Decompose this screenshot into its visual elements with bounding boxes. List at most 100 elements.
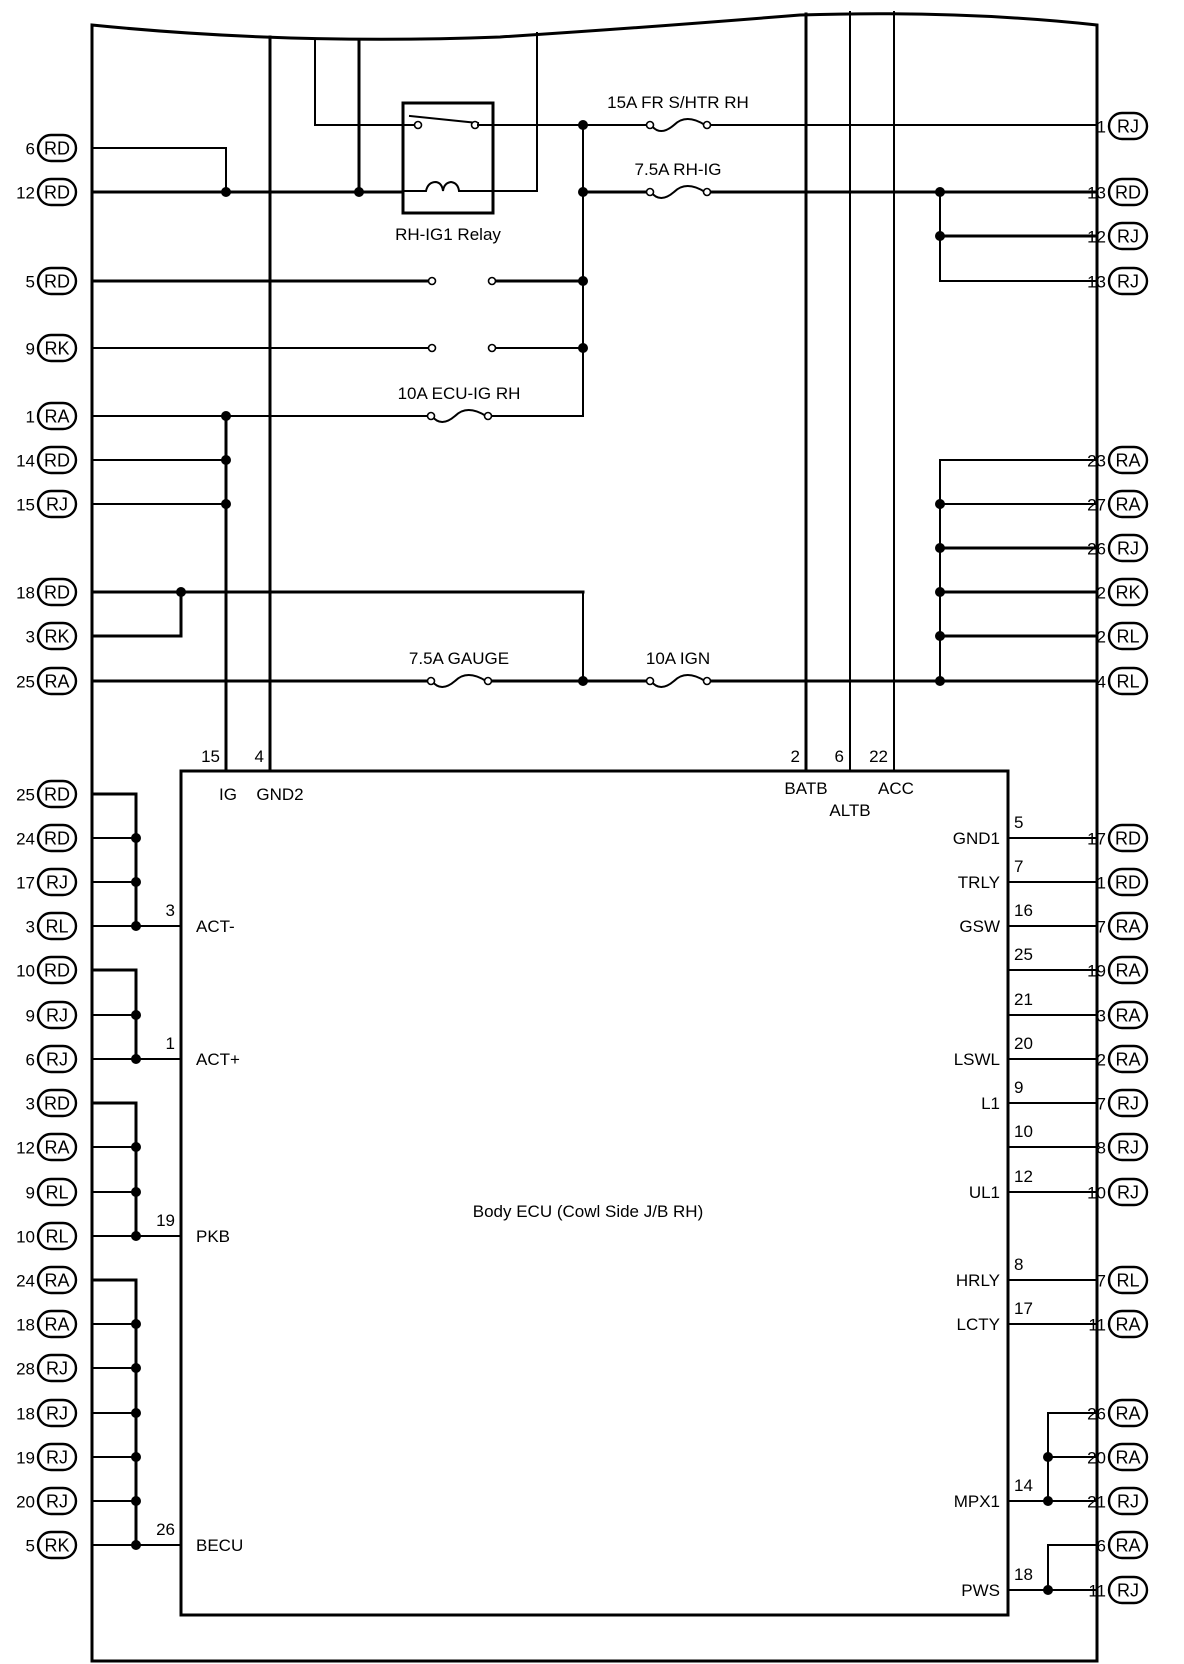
connector-badge bbox=[1107, 1398, 1149, 1428]
fuse-label: 10A IGN bbox=[646, 649, 710, 668]
connector-code: RK bbox=[1115, 583, 1140, 603]
connector-code: RK bbox=[44, 627, 69, 647]
connector-pin-number: 5 bbox=[26, 273, 35, 292]
connector-pin-number: 2 bbox=[1097, 628, 1106, 647]
connector-code: RJ bbox=[1117, 272, 1139, 292]
ecu-pin-name: PWS bbox=[961, 1581, 1000, 1600]
connector-code: RD bbox=[44, 1094, 70, 1114]
junction-block-outline bbox=[90, 12, 1099, 1663]
fuse-terminal bbox=[645, 120, 655, 130]
ecu-pin-name: PKB bbox=[196, 1227, 230, 1246]
connector-badge bbox=[1107, 1265, 1149, 1295]
fuse-label: 15A FR S/HTR RH bbox=[607, 93, 749, 112]
connector-pin-number: 9 bbox=[26, 1184, 35, 1203]
junction-dot bbox=[131, 1363, 141, 1373]
connector-pin-number: 10 bbox=[1087, 1184, 1106, 1203]
connector-rd: RD6 bbox=[26, 133, 78, 163]
ecu-pin-number: 10 bbox=[1014, 1122, 1033, 1141]
connector-rl: RL3 bbox=[26, 911, 78, 941]
connector-code: RK bbox=[44, 1536, 69, 1556]
connector-rj: RJ 7 bbox=[1097, 1088, 1149, 1118]
connector-pin-number: 7 bbox=[1097, 1095, 1106, 1114]
wire bbox=[91, 147, 227, 193]
connector-pin-number: 12 bbox=[16, 1139, 35, 1158]
ecu-pin-number: 6 bbox=[835, 747, 844, 766]
connector-code: RA bbox=[1115, 495, 1140, 515]
connector-code: RJ bbox=[1117, 539, 1139, 559]
connector-code: RD bbox=[44, 583, 70, 603]
ecu-pin-name: GSW bbox=[959, 917, 1000, 936]
connector-pin-number: 10 bbox=[16, 1228, 35, 1247]
connector-pin-number: 27 bbox=[1087, 496, 1106, 515]
connector-code: RJ bbox=[1117, 117, 1139, 137]
connector-rj: RJ9 bbox=[26, 1000, 78, 1030]
ecu-pin-name: BECU bbox=[196, 1536, 243, 1555]
junction-dot bbox=[131, 1408, 141, 1418]
wire bbox=[90, 792, 138, 928]
wire bbox=[939, 459, 1098, 682]
fuse-ecu-ig-rh: 10A ECU-IG RH bbox=[398, 384, 520, 423]
connector-pin-number: 1 bbox=[1097, 118, 1106, 137]
connector-code: RA bbox=[44, 1315, 69, 1335]
connector-badge bbox=[1107, 577, 1149, 607]
connector-pin-number: 18 bbox=[16, 1405, 35, 1424]
connector-badge bbox=[1107, 1177, 1149, 1207]
ecu-pin-name: LCTY bbox=[957, 1315, 1000, 1334]
connector-code: RJ bbox=[1117, 1094, 1139, 1114]
connector-code: RA bbox=[1115, 1404, 1140, 1424]
connector-pin-number: 11 bbox=[1088, 1582, 1106, 1601]
junction-dot bbox=[578, 676, 588, 686]
switch-terminal bbox=[427, 343, 437, 353]
ecu-pin-number: 14 bbox=[1014, 1476, 1033, 1495]
fuse-symbol bbox=[649, 185, 707, 199]
ecu-pin-number: 21 bbox=[1014, 990, 1033, 1009]
connector-badge bbox=[36, 1442, 78, 1472]
wire bbox=[90, 1101, 138, 1238]
relay-label: RH-IG1 Relay bbox=[395, 225, 501, 244]
junction-dot bbox=[131, 1319, 141, 1329]
fuse-terminal bbox=[702, 120, 712, 130]
fuse-terminal bbox=[426, 411, 436, 421]
junction-dot bbox=[131, 877, 141, 887]
connector-pin-number: 13 bbox=[1087, 184, 1106, 203]
connector-code: RJ bbox=[46, 1006, 68, 1026]
connector-badge bbox=[1107, 1088, 1149, 1118]
connector-code: RL bbox=[1116, 672, 1139, 692]
connector-pin-number: 12 bbox=[1087, 228, 1106, 247]
connector-badge bbox=[36, 1530, 78, 1560]
fuse-symbol bbox=[430, 674, 488, 688]
junction-dot bbox=[578, 276, 588, 286]
connector-badge bbox=[36, 621, 78, 651]
connector-code: RL bbox=[1116, 1271, 1139, 1291]
connector-rj: RJ8 bbox=[1097, 1132, 1149, 1162]
connector-pin-number: 7 bbox=[1097, 918, 1106, 937]
fuse-symbol bbox=[649, 674, 707, 688]
connector-pin-number: 2 bbox=[1097, 1051, 1106, 1070]
connector-badge bbox=[36, 489, 78, 519]
connector-badge bbox=[36, 1398, 78, 1428]
ecu-pin-number: 25 bbox=[1014, 945, 1033, 964]
connector-pin-number: 8 bbox=[1097, 1139, 1106, 1158]
connector-pin-number: 19 bbox=[1087, 962, 1106, 981]
connector-code: RD bbox=[44, 961, 70, 981]
connector-code: RA bbox=[1115, 917, 1140, 937]
connector-badge bbox=[36, 266, 78, 296]
ecu-pin-number: 20 bbox=[1014, 1034, 1033, 1053]
junction-dot bbox=[176, 587, 186, 597]
switch-terminal bbox=[427, 276, 437, 286]
connector-pin-number: 11 bbox=[1088, 1316, 1106, 1335]
connector-badge bbox=[36, 1177, 78, 1207]
